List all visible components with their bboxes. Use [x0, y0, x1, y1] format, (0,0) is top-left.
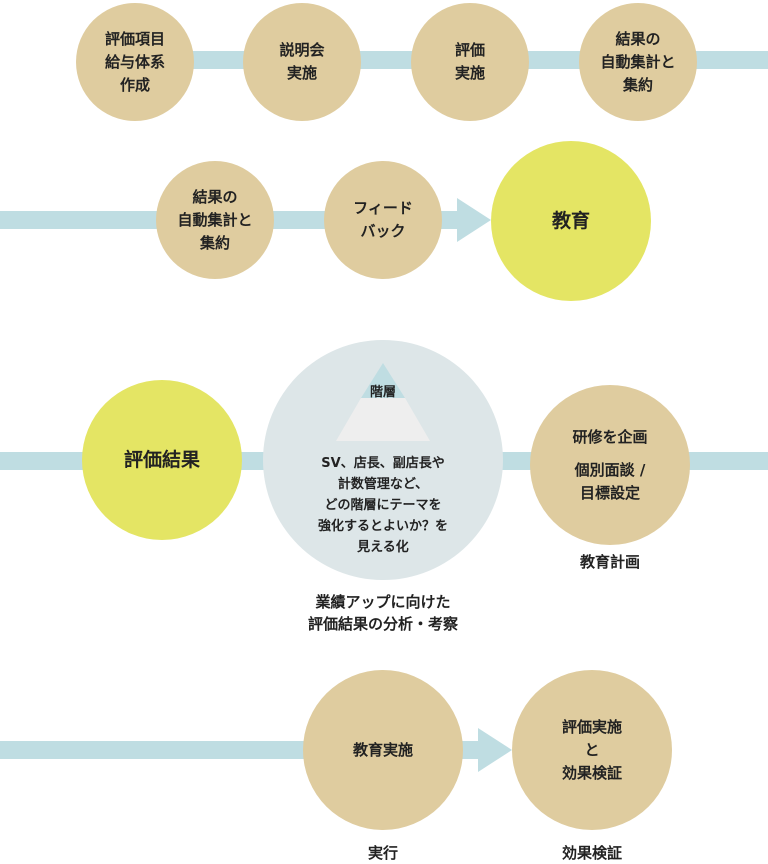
execute-caption: 実行 [367, 844, 399, 862]
plan-training: 研修を企画 [572, 427, 648, 446]
pyramid-icon [336, 363, 430, 441]
arrow-right-icon [457, 198, 491, 242]
analysis-text: SV、店長、副店長や 計数管理など、 どの階層にテーマを 強化するとよいか？を … [317, 456, 448, 555]
step-briefing: 説明会 実施 [243, 3, 361, 121]
step-evaluation: 評価 実施 [411, 3, 529, 121]
step-evaluation-items: 評価項目 給与体系 作成 [76, 3, 194, 121]
step-aggregation-2: 結果の 自動集計と 集約 [156, 161, 274, 279]
step-verify: 評価実施 と 効果検証 [512, 670, 672, 830]
plan-interview: 個別面談 / 目標設定 [574, 460, 646, 502]
analysis-circle: 階層 SV、店長、副店長や 計数管理など、 どの階層にテーマを 強化するとよいか… [263, 340, 503, 580]
step-plan: 研修を企画 個別面談 / 目標設定 [530, 385, 690, 545]
pyramid-label: 階層 [369, 385, 396, 400]
step-execute: 教育実施 [303, 670, 463, 830]
step-aggregation: 結果の 自動集計と 集約 [579, 3, 697, 121]
verify-caption: 効果検証 [561, 844, 623, 862]
step-education: 教育 [491, 141, 651, 301]
plan-caption: 教育計画 [579, 553, 641, 571]
arrow-right-icon [478, 728, 512, 772]
step-result: 評価結果 [82, 380, 242, 540]
step-feedback: フィード バック [324, 161, 442, 279]
analysis-caption: 業績アップに向けた 評価結果の分析・考察 [307, 593, 459, 633]
